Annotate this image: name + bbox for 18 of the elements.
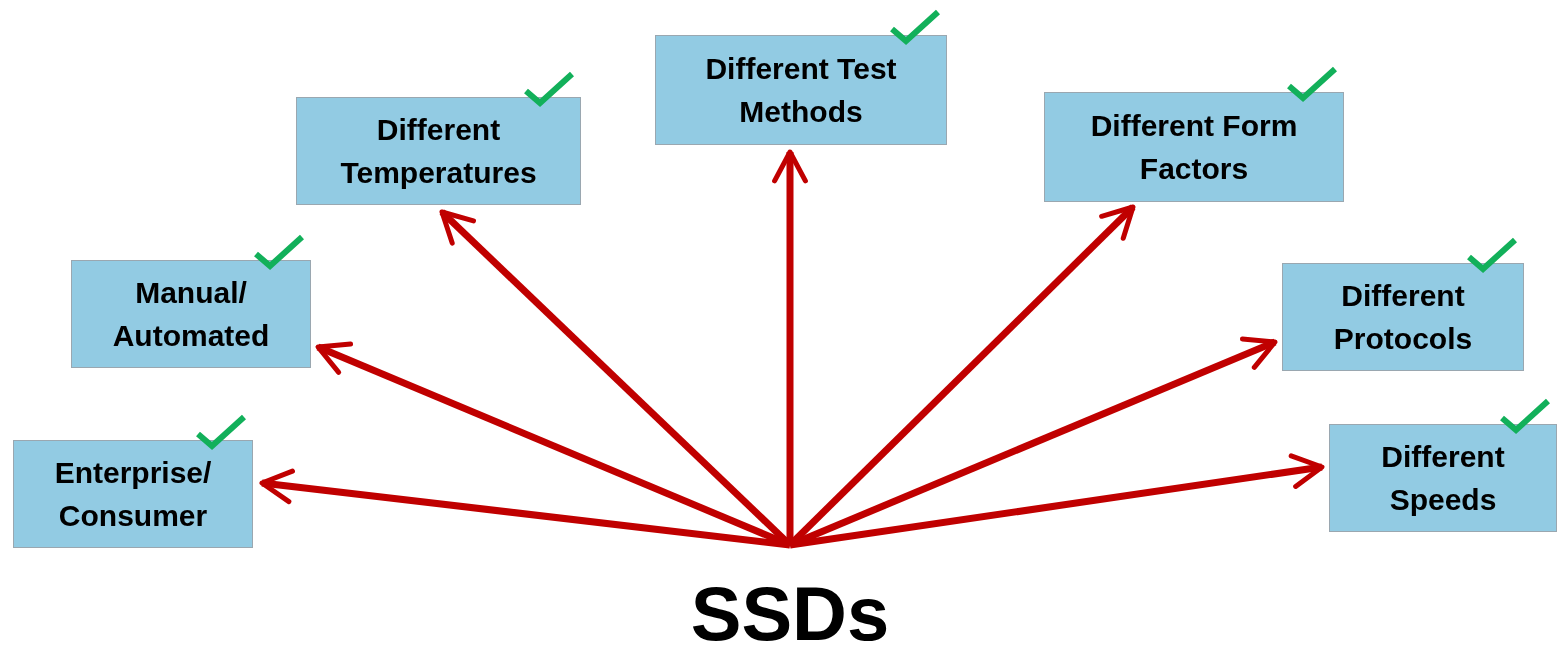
arrow	[789, 453, 1325, 549]
box-label: Different Test Methods	[704, 50, 898, 130]
category-box	[1044, 92, 1344, 202]
category-box	[13, 440, 253, 548]
arrow	[315, 341, 792, 549]
category-box	[296, 97, 581, 205]
box-label: Enterprise/ Consumer	[53, 454, 213, 534]
main-title: SSDs	[690, 576, 890, 652]
box-label: Manual/ Automated	[111, 274, 271, 354]
box-label: Different Protocols	[1332, 277, 1474, 357]
box-label: Different Speeds	[1380, 438, 1506, 518]
category-box	[655, 35, 947, 145]
category-box	[1282, 263, 1524, 371]
category-box	[1329, 424, 1557, 532]
box-label: Different Form Factors	[1089, 107, 1299, 187]
category-box	[71, 260, 311, 368]
box-label: Different Temperatures	[339, 111, 538, 191]
arrow	[259, 468, 791, 549]
